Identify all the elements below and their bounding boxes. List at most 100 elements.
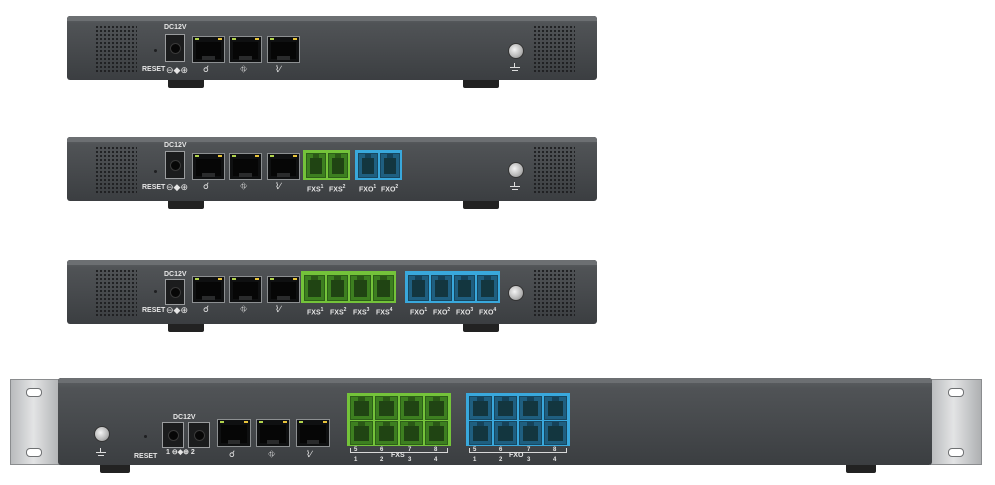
- fxs-port[interactable]: [400, 421, 423, 445]
- globe-icon: ☌: [203, 304, 210, 314]
- dc-power-jack[interactable]: [165, 279, 185, 305]
- ground-screw: [508, 162, 524, 178]
- vent-right: [533, 269, 575, 317]
- dc-polarity-icon: ⊖◆⊕: [166, 305, 189, 315]
- gateway-unit-2: RESET DC12V ⊖◆⊕ ☌ ⛗ ⌇∕ FXS1 FXS2 FXO1 FX…: [67, 137, 597, 209]
- ground-screw: [508, 43, 524, 59]
- fxo-port-block: [405, 271, 500, 303]
- fxs-label: FXS: [329, 186, 343, 194]
- fxs-label: FXS: [307, 186, 321, 194]
- fxs-port[interactable]: [306, 153, 326, 178]
- fxs-label: FXS: [353, 309, 367, 317]
- network-icon: ⛗: [240, 64, 248, 74]
- fxo-port[interactable]: [469, 421, 492, 445]
- ground-screw: [508, 285, 524, 301]
- fxo-label: FXO: [479, 309, 494, 317]
- gateway-unit-3: RESET DC12V ⊖◆⊕ ☌ ⛗ ⌇∕ FXS1 FXS2 FXS3 FX…: [67, 260, 597, 332]
- heartbeat-port[interactable]: [267, 36, 300, 63]
- globe-icon: ☌: [203, 64, 210, 74]
- heartbeat-port[interactable]: [267, 276, 300, 303]
- network-icon: ⛗: [240, 181, 248, 191]
- fxo-label: FXO: [433, 309, 448, 317]
- fxo-port[interactable]: [519, 396, 542, 420]
- fxo-port[interactable]: [494, 421, 517, 445]
- fxo-port[interactable]: [477, 275, 498, 301]
- pulse-icon: ⌇∕: [275, 304, 281, 314]
- heartbeat-port[interactable]: [267, 153, 300, 180]
- lan-port[interactable]: [229, 276, 262, 303]
- vent-left: [95, 25, 137, 73]
- vent-right: [533, 25, 575, 73]
- lan-port[interactable]: [229, 36, 262, 63]
- dc-power-jack[interactable]: [165, 151, 185, 179]
- lan-port[interactable]: [256, 419, 290, 447]
- network-icon: ⛗: [268, 449, 276, 459]
- pulse-icon: ⌇∕: [275, 181, 281, 191]
- fxo-port[interactable]: [358, 153, 378, 178]
- fxs-port[interactable]: [373, 275, 394, 301]
- fxs-bracket: [350, 448, 448, 453]
- ground-icon: [510, 182, 520, 191]
- fxs-label: FXS: [391, 452, 405, 459]
- fxo-label: FXO: [456, 309, 471, 317]
- fxo-port[interactable]: [494, 396, 517, 420]
- wan-port[interactable]: [192, 276, 225, 303]
- gateway-unit-1: RESET DC12V ⊖◆⊕ ☌ ⛗ ⌇∕: [67, 16, 597, 88]
- fxs-port[interactable]: [425, 421, 448, 445]
- fxs-label: FXS: [330, 309, 344, 317]
- dc-power-jack[interactable]: [188, 422, 210, 448]
- dc-label: DC12V: [164, 142, 187, 149]
- fxo-label: FXO: [359, 186, 374, 194]
- pulse-icon: ⌇∕: [275, 64, 281, 74]
- gateway-rack-unit: RESET DC12V 1 ⊖◆⊕ 2 ☌ ⛗ ⌇∕ 5 6 7 8 FXS 1…: [10, 378, 982, 473]
- fxs-port[interactable]: [400, 396, 423, 420]
- vent-left: [95, 269, 137, 317]
- fxo-port[interactable]: [431, 275, 452, 301]
- fxs-port[interactable]: [304, 275, 325, 301]
- fxo-port-block: [466, 393, 570, 446]
- wan-port[interactable]: [192, 36, 225, 63]
- vent-left: [95, 146, 137, 194]
- ground-icon: [96, 448, 106, 457]
- fxo-port[interactable]: [408, 275, 429, 301]
- dc-power-jack[interactable]: [165, 34, 185, 62]
- network-icon: ⛗: [240, 304, 248, 314]
- fxo-port[interactable]: [519, 421, 542, 445]
- fxs-port[interactable]: [425, 396, 448, 420]
- reset-label: RESET: [134, 453, 158, 460]
- lan-port[interactable]: [229, 153, 262, 180]
- wan-port[interactable]: [217, 419, 251, 447]
- reset-label: RESET: [142, 66, 166, 73]
- fxo-bracket: [469, 448, 567, 453]
- pulse-icon: ⌇∕: [306, 449, 312, 459]
- dc-power-jack[interactable]: [162, 422, 184, 448]
- dc-label: DC12V: [164, 24, 187, 31]
- fxs-label: FXS: [376, 309, 390, 317]
- fxs-port-block: [347, 393, 451, 446]
- fxo-port[interactable]: [544, 421, 567, 445]
- fxo-port[interactable]: [544, 396, 567, 420]
- wan-port[interactable]: [192, 153, 225, 180]
- fxo-port[interactable]: [380, 153, 400, 178]
- fxo-port[interactable]: [454, 275, 475, 301]
- fxs-port[interactable]: [350, 396, 373, 420]
- vent-right: [533, 146, 575, 194]
- fxo-label: FXO: [381, 186, 396, 194]
- fxs-port-block: [301, 271, 396, 303]
- heartbeat-port[interactable]: [296, 419, 330, 447]
- fxo-port[interactable]: [469, 396, 492, 420]
- dc-polarity-icon: ⊖◆⊕: [166, 65, 189, 75]
- fxs-port[interactable]: [350, 275, 371, 301]
- globe-icon: ☌: [229, 449, 236, 459]
- dc-label: DC12V: [164, 271, 187, 278]
- reset-label: RESET: [142, 184, 166, 191]
- fxs-port[interactable]: [375, 396, 398, 420]
- fxs-port[interactable]: [328, 153, 348, 178]
- dc-polarity-icon: ⊖◆⊕: [166, 182, 189, 192]
- fxs-port[interactable]: [327, 275, 348, 301]
- dc-label: DC12V: [173, 414, 196, 421]
- fxs-port[interactable]: [375, 421, 398, 445]
- fxo-label: FXO: [509, 452, 524, 459]
- fxs-port[interactable]: [350, 421, 373, 445]
- fxo-port-block: [355, 150, 402, 180]
